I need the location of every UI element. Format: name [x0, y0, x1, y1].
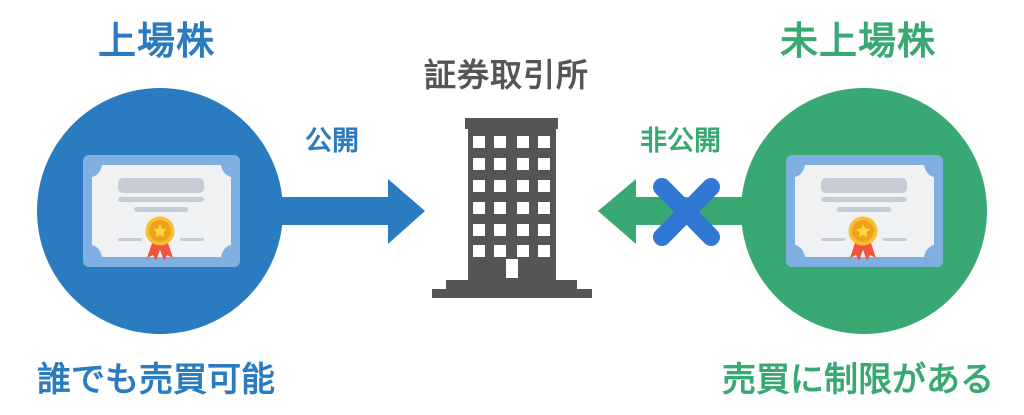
building-icon: [432, 118, 592, 298]
listed-caption: 誰でも売買可能: [37, 360, 275, 400]
certificate-icon: [786, 155, 943, 267]
arrow-right-icon: [270, 179, 425, 244]
unlisted-title: 未上場株: [780, 19, 937, 63]
public-label: 公開: [305, 126, 359, 157]
unlisted-group: [598, 88, 987, 334]
cross-icon: [653, 178, 720, 246]
listed-title: 上場株: [98, 19, 216, 63]
certificate-icon: [83, 155, 240, 267]
listed-group: [37, 88, 425, 334]
exchange-title: 証券取引所: [424, 56, 590, 94]
unlisted-caption: 売買に制限がある: [722, 360, 994, 400]
private-label: 非公開: [640, 126, 721, 157]
